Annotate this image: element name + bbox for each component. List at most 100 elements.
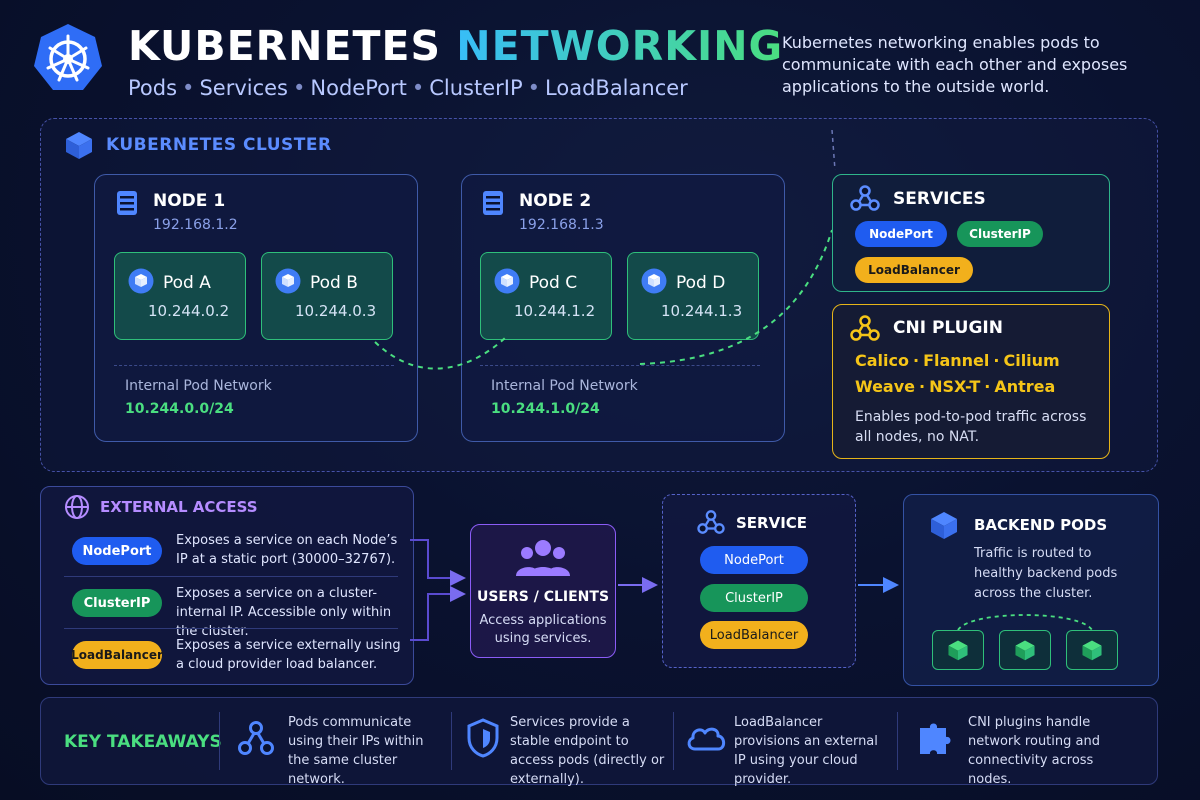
- title-part-1: KUBERNETES: [128, 22, 457, 70]
- users-clients-description: Access applications using services.: [479, 613, 607, 646]
- users-clients-title: USERS / CLIENTS: [476, 589, 610, 605]
- node-1-network-label: Internal Pod Network: [125, 378, 272, 394]
- cni-separator: ·: [919, 377, 926, 396]
- pod-d-card[interactable]: [627, 252, 759, 340]
- cni-plugin-item: Flannel: [923, 351, 990, 370]
- subtitle-item: ClusterIP: [429, 76, 523, 100]
- cni-separator: ·: [984, 377, 991, 396]
- subtitle-separator: •: [411, 76, 425, 100]
- cni-plugin-item: Weave: [855, 377, 916, 396]
- loadbalancer-pill[interactable]: LoadBalancer: [700, 621, 808, 649]
- external-to-users-arrow: [410, 539, 466, 586]
- pod-a-ip: 10.244.0.2: [148, 302, 230, 320]
- pod-c-ip: 10.244.1.2: [514, 302, 596, 320]
- subtitle-separator: •: [182, 76, 195, 100]
- server-icon: [482, 190, 504, 216]
- subtitle-separator: •: [527, 76, 541, 100]
- nodeport-pill[interactable]: NodePort: [72, 537, 162, 565]
- backend-pod[interactable]: [1066, 630, 1118, 670]
- users-group-icon: [516, 538, 570, 578]
- backend-pod-cube-icon: [948, 640, 968, 661]
- nodeport-pill[interactable]: NodePort: [700, 546, 808, 574]
- backend-pod[interactable]: [999, 630, 1051, 670]
- cni-plugin-item: NSX-T: [929, 377, 981, 396]
- clusterip-pill[interactable]: ClusterIP: [700, 584, 808, 612]
- node-2-ip: 192.168.1.3: [519, 217, 604, 233]
- takeaways-divider: [673, 712, 674, 770]
- backend-pod-cube-icon: [1082, 640, 1102, 661]
- node-2-title: NODE 2: [519, 191, 592, 211]
- intro-text: Kubernetes networking enables pods to co…: [782, 33, 1128, 96]
- network-nodes-icon: [236, 718, 276, 758]
- services-nodes-icon: [850, 184, 880, 212]
- pod-b-name: Pod B: [310, 273, 358, 293]
- takeaway-3-text: LoadBalancer provisions an external IP u…: [734, 715, 878, 787]
- cni-title: CNI PLUGIN: [893, 318, 1003, 338]
- node-divider: [114, 365, 394, 366]
- nodeport-description: Exposes a service on each Node’s IP at a…: [176, 533, 398, 567]
- cni-plugin-card: [832, 304, 1110, 459]
- subtitle-separator: •: [293, 76, 306, 100]
- pod-b-ip: 10.244.0.3: [295, 302, 377, 320]
- external-to-users-arrow: [410, 586, 466, 641]
- cni-plugin-item: Cilium: [1003, 351, 1060, 370]
- cni-plugin-item: Calico: [855, 351, 909, 370]
- backend-pod[interactable]: [932, 630, 984, 670]
- subtitle-item: NodePort: [310, 76, 407, 100]
- subtitle-item: Pods: [128, 76, 178, 100]
- pod-d-name: Pod D: [676, 273, 726, 293]
- subtitle-item: Services: [199, 76, 288, 100]
- takeaway-1-text: Pods communicate using their IPs within …: [288, 715, 424, 787]
- pod-cube-icon: [275, 268, 301, 294]
- clusterip-pill[interactable]: ClusterIP: [957, 221, 1043, 247]
- takeaway-4-text: CNI plugins handle network routing and c…: [968, 715, 1100, 787]
- pod-c-card[interactable]: [480, 252, 612, 340]
- row-divider: [64, 628, 398, 629]
- clusterip-pill[interactable]: ClusterIP: [72, 589, 162, 617]
- backend-pods-title: BACKEND PODS: [974, 516, 1108, 534]
- nodeport-pill[interactable]: NodePort: [855, 221, 947, 247]
- cluster-cube-icon: [64, 130, 94, 160]
- cni-separator: ·: [912, 351, 920, 370]
- pod-c-name: Pod C: [529, 273, 578, 293]
- cni-description: Enables pod-to-pod traffic across all no…: [855, 409, 1087, 445]
- takeaways-divider: [451, 712, 452, 770]
- page-title: KUBERNETES NETWORKING: [128, 22, 783, 70]
- puzzle-icon: [916, 718, 956, 758]
- loadbalancer-description: Exposes a service externally using a clo…: [176, 638, 401, 672]
- backend-cube-icon: [929, 510, 959, 540]
- title-part-2: NETWORKING: [456, 22, 784, 70]
- external-access-title: EXTERNAL ACCESS: [100, 498, 258, 516]
- pod-cube-icon: [641, 268, 667, 294]
- server-icon: [116, 190, 138, 216]
- node-2-network-label: Internal Pod Network: [491, 378, 638, 394]
- clusterip-description: Exposes a service on a cluster-internal …: [176, 586, 392, 639]
- node-1-ip: 192.168.1.2: [153, 217, 238, 233]
- cni-separator: ·: [993, 351, 1000, 370]
- backend-pods-description: Traffic is routed to healthy backend pod…: [974, 546, 1118, 601]
- service-nodes-icon: [697, 509, 725, 535]
- pod-b-card[interactable]: [261, 252, 393, 340]
- cni-plugins-row-1: Calico·Flannel·Cilium: [855, 351, 1060, 370]
- pod-cube-icon: [494, 268, 520, 294]
- pod-cube-icon: [128, 268, 154, 294]
- services-title: SERVICES: [893, 189, 986, 209]
- globe-icon: [64, 494, 90, 520]
- pod-a-name: Pod A: [163, 273, 211, 293]
- takeaways-divider: [897, 712, 898, 770]
- loadbalancer-pill[interactable]: LoadBalancer: [71, 641, 163, 669]
- node-2-network-cidr: 10.244.1.0/24: [491, 401, 600, 417]
- takeaways-divider: [219, 712, 220, 770]
- key-takeaways-title: KEY TAKEAWAYS: [64, 732, 222, 752]
- cni-plugin-item: Antrea: [994, 377, 1056, 396]
- backend-pod-cube-icon: [1015, 640, 1035, 661]
- kubernetes-logo-icon: [32, 22, 104, 94]
- cluster-label: KUBERNETES CLUSTER: [106, 135, 332, 155]
- row-divider: [64, 576, 398, 577]
- pod-d-ip: 10.244.1.3: [661, 302, 743, 320]
- service-title: SERVICE: [736, 514, 808, 532]
- pod-a-card[interactable]: [114, 252, 246, 340]
- takeaway-2-text: Services provide a stable endpoint to ac…: [510, 715, 665, 787]
- subtitle-item: LoadBalancer: [545, 76, 688, 100]
- loadbalancer-pill[interactable]: LoadBalancer: [855, 257, 973, 283]
